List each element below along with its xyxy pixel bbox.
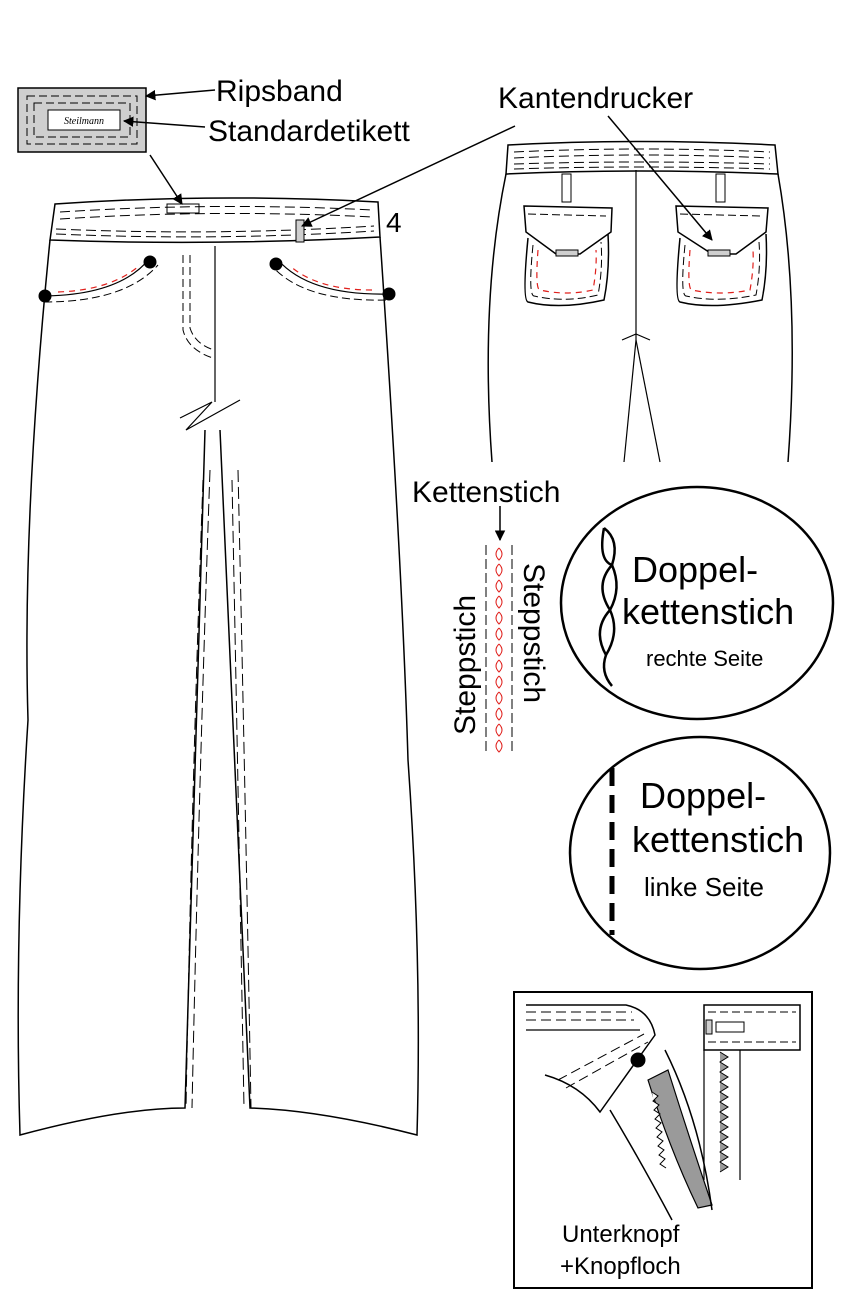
button-buttonhole-detail <box>513 991 813 1289</box>
steppstich-left-label: Steppstich <box>449 595 482 735</box>
doppel-left-line1: Doppel- <box>640 775 766 816</box>
number-label: 4 <box>386 207 402 238</box>
steppstich-right-label: Steppstich <box>517 563 550 703</box>
doppelkettenstich-left-ellipse <box>568 735 832 971</box>
unterknopf-line1: Unterknopf <box>562 1221 680 1248</box>
double-chain-stitch-glyph <box>598 527 618 687</box>
front-view <box>17 197 420 1136</box>
doppel-right-line1: Doppel- <box>632 549 758 590</box>
standardetikett-label: Standardetikett <box>208 115 410 148</box>
label-tag-detail: Steilmann <box>17 87 147 153</box>
brand-label-text: Steilmann <box>64 116 104 127</box>
kantendrucker-label: Kantendrucker <box>498 82 693 115</box>
ripsband-label: Ripsband <box>216 75 343 108</box>
doppel-right-line2: kettenstich <box>622 591 794 632</box>
stitch-sample <box>485 545 513 755</box>
unterknopf-line2: +Knopfloch <box>560 1253 681 1280</box>
doppelkettenstich-right-ellipse <box>559 485 835 721</box>
doppel-right-line3: rechte Seite <box>646 646 763 671</box>
back-view <box>487 140 793 463</box>
doppel-left-line2: kettenstich <box>632 819 804 860</box>
kettenstich-label: Kettenstich <box>412 476 560 509</box>
doppel-left-line3: linke Seite <box>644 872 764 902</box>
